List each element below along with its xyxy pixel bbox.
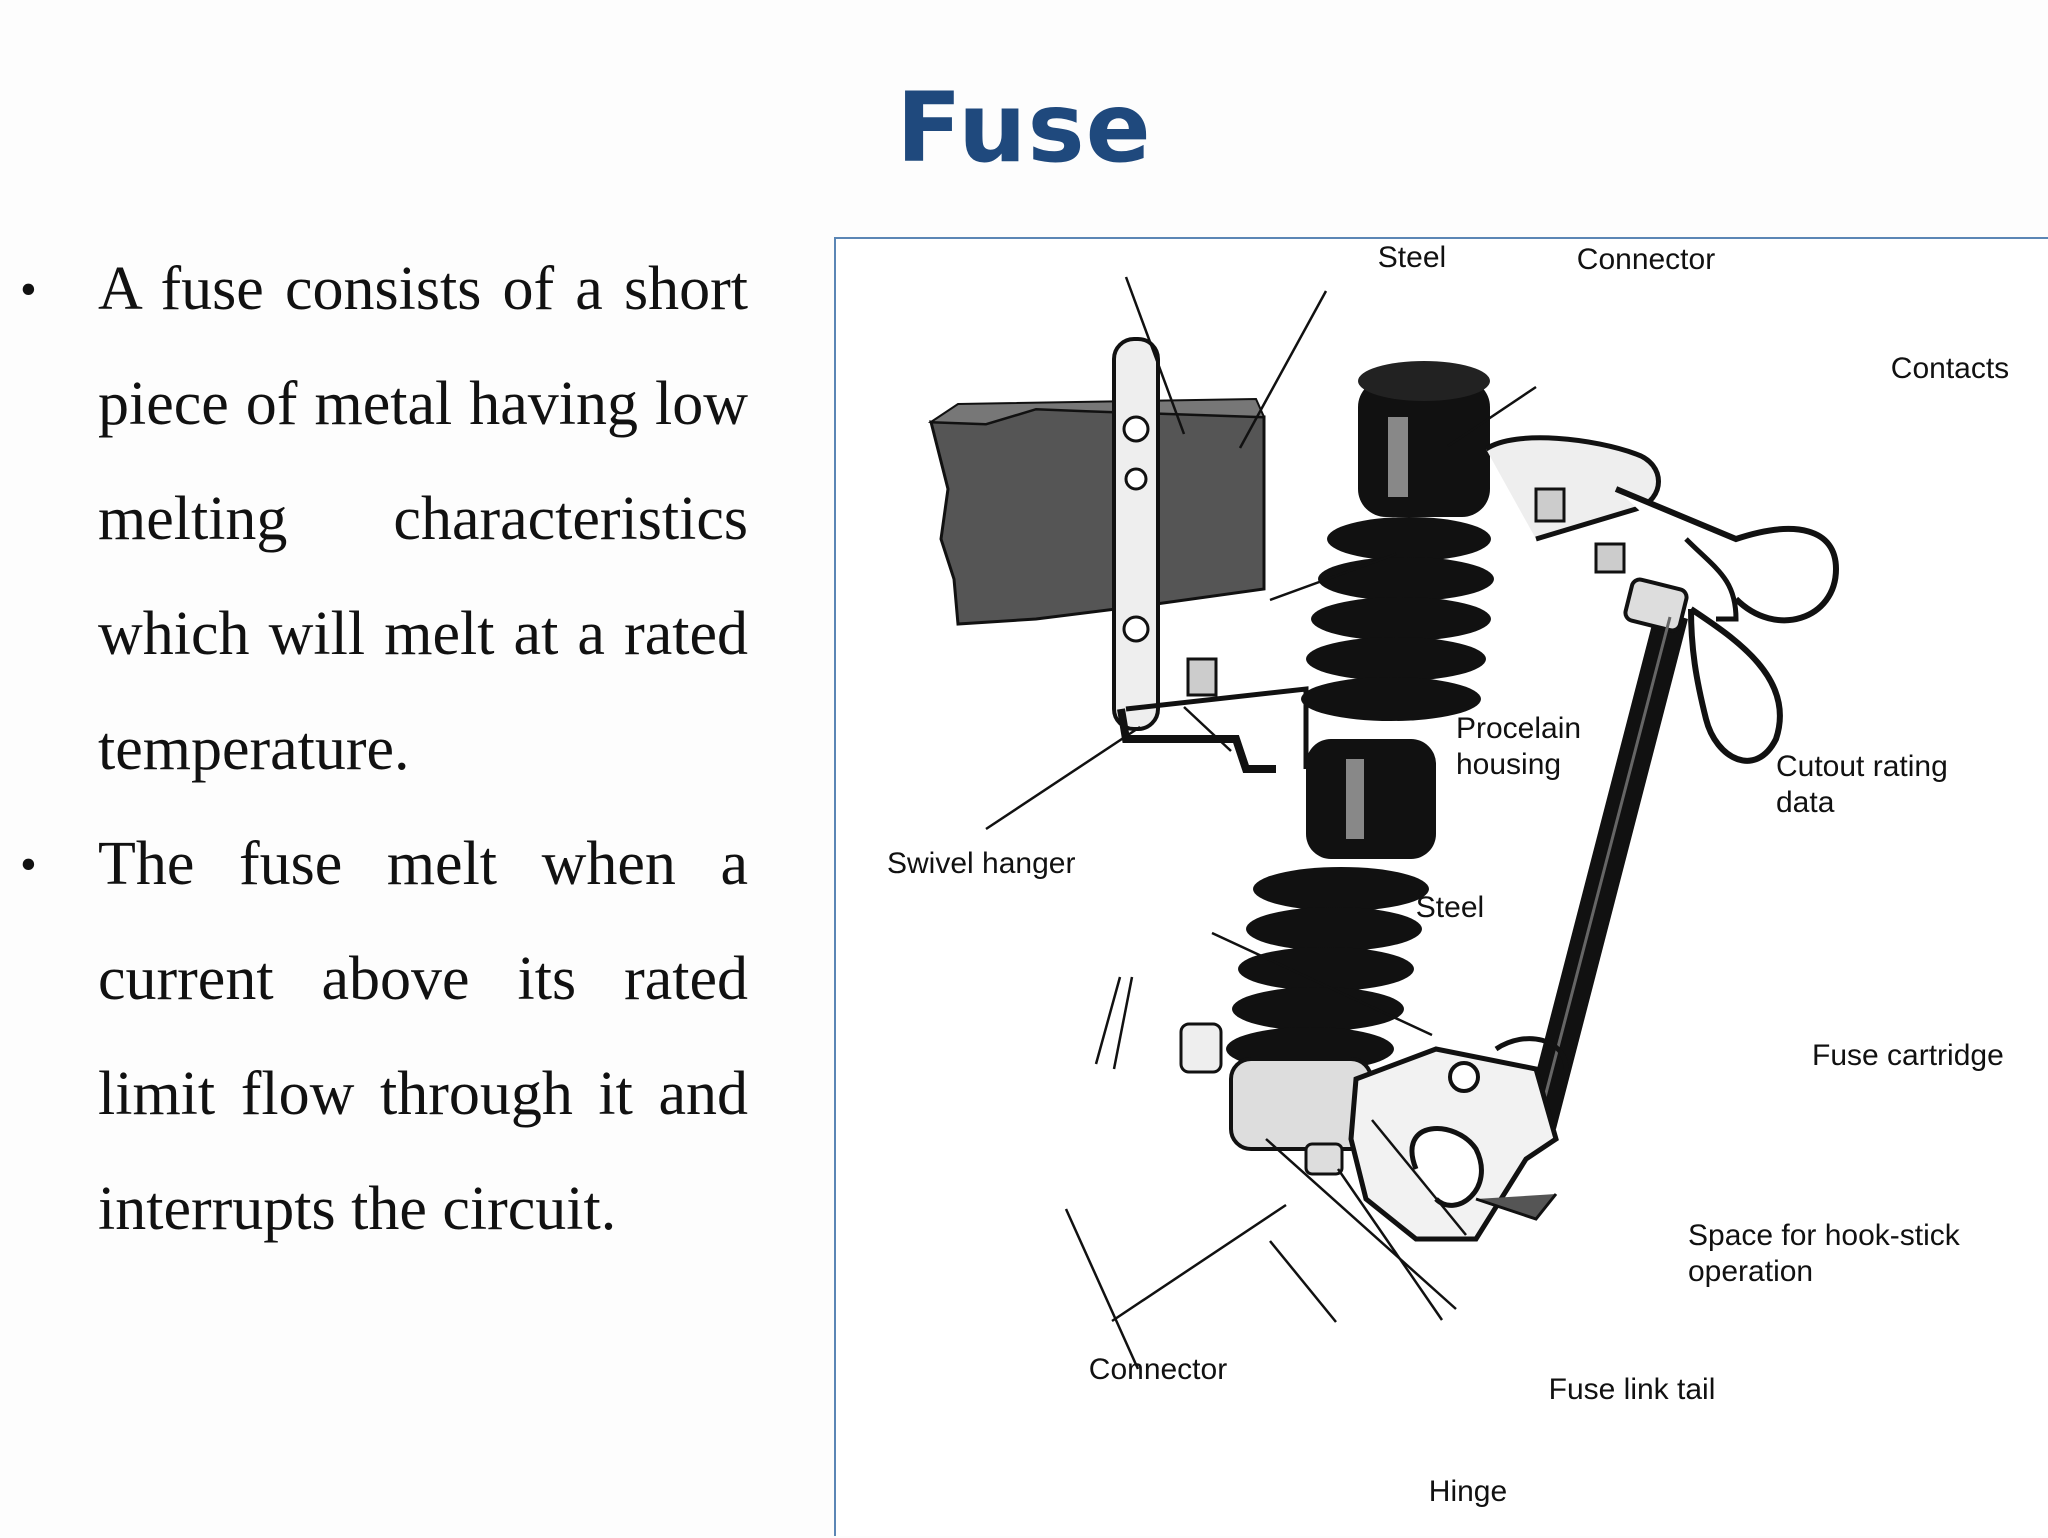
bullet-item: • The fuse melt when a current above its…: [20, 807, 748, 1267]
label-steel-top: Steel: [1378, 241, 1446, 274]
label-hookstick-line1: Space for hook-stick: [1688, 1219, 1961, 1252]
label-swivel-hanger: Swivel hanger: [887, 847, 1075, 880]
label-hinge: Hinge: [1429, 1475, 1507, 1508]
label-porcelain-line1: Procelain: [1456, 712, 1581, 745]
bullet-symbol: •: [20, 838, 37, 891]
bullet-list: • A fuse consists of a short piece of me…: [20, 232, 748, 1267]
label-cutout-line1: Cutout rating: [1776, 750, 1948, 783]
label-steel-mid: Steel: [1416, 891, 1484, 924]
porcelain-housing: [1179, 361, 1494, 1151]
bullet-symbol: •: [20, 263, 37, 316]
bullet-text: The fuse melt when a current above its r…: [98, 830, 748, 1243]
label-connector-top: Connector: [1577, 243, 1715, 276]
leader-lines: [985, 276, 1537, 1370]
label-contacts: Contacts: [1891, 352, 2009, 385]
fuse-diagram-frame: Steel Connector Contacts Procelain housi…: [834, 237, 2048, 1536]
diagram-labels: Steel Connector Contacts Procelain housi…: [887, 241, 2009, 1508]
label-hookstick-line2: operation: [1688, 1255, 1813, 1288]
label-cutout-line2: data: [1776, 786, 1835, 819]
bullet-item: • A fuse consists of a short piece of me…: [20, 232, 748, 807]
upper-contact-assembly: [1484, 435, 1840, 764]
slide-title: Fuse: [896, 72, 1152, 184]
label-connector-bottom: Connector: [1089, 1353, 1227, 1386]
fuse-cutout-diagram: [927, 276, 1840, 1370]
swivel-hanger-bracket: [1112, 337, 1309, 773]
bullet-text: A fuse consists of a short piece of meta…: [98, 255, 748, 783]
hinge-assembly: [1304, 1036, 1569, 1242]
label-fuse-link-tail: Fuse link tail: [1549, 1373, 1716, 1406]
label-porcelain-line2: housing: [1456, 748, 1561, 781]
fuse-cartridge: [1524, 577, 1689, 1129]
label-fuse-cartridge: Fuse cartridge: [1812, 1039, 2004, 1072]
